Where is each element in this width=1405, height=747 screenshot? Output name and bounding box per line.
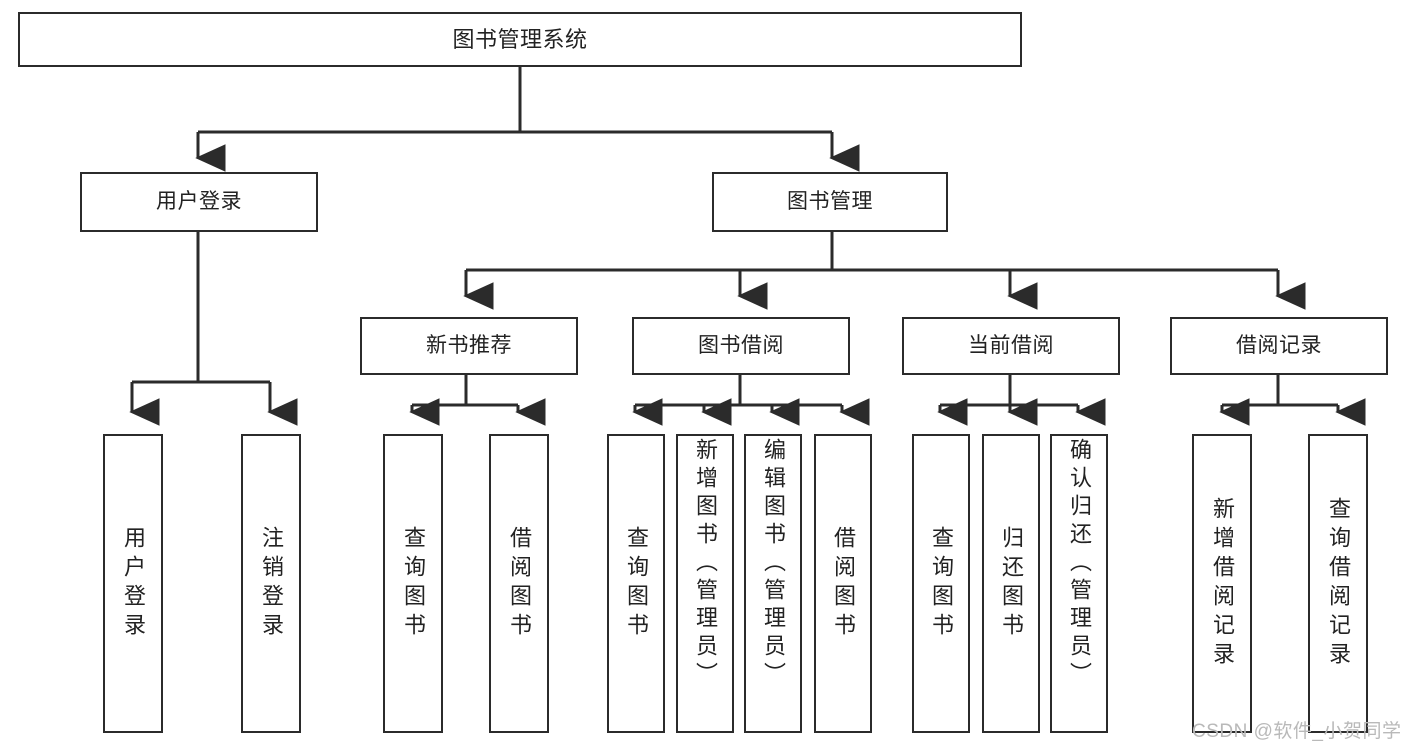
leaf-add-borrow-record[interactable]: 新增借阅记录	[1192, 434, 1252, 733]
node-book-borrow-label: 图书借阅	[698, 333, 784, 357]
leaf-return-book-label: 归还图书	[999, 525, 1024, 642]
leaf-edit-book-admin-label: 编辑图书（管理员）	[761, 438, 786, 690]
leaf-add-borrow-record-label: 新增借阅记录	[1210, 496, 1235, 671]
leaf-borrow-book-newbook-label: 借阅图书	[507, 525, 532, 642]
leaf-query-book-borrow-inner: 查询图书	[609, 436, 663, 731]
node-root[interactable]: 图书管理系统	[18, 12, 1022, 67]
leaf-query-book-newbook[interactable]: 查询图书	[383, 434, 443, 733]
leaf-borrow-book-newbook[interactable]: 借阅图书	[489, 434, 549, 733]
leaf-add-book-admin[interactable]: 新增图书（管理员）	[676, 434, 734, 733]
node-current-borrow[interactable]: 当前借阅	[902, 317, 1120, 375]
leaf-confirm-return-admin-inner: 确认归还（管理员）	[1052, 436, 1106, 731]
leaf-add-book-admin-label: 新增图书（管理员）	[693, 438, 718, 690]
leaf-query-book-newbook-label: 查询图书	[401, 525, 426, 642]
leaf-confirm-return-admin[interactable]: 确认归还（管理员）	[1050, 434, 1108, 733]
node-user-login[interactable]: 用户登录	[80, 172, 318, 232]
leaf-query-book-newbook-inner: 查询图书	[385, 436, 441, 731]
node-book-management[interactable]: 图书管理	[712, 172, 948, 232]
leaf-confirm-return-admin-label: 确认归还（管理员）	[1067, 438, 1092, 690]
leaf-query-book-borrow[interactable]: 查询图书	[607, 434, 665, 733]
node-borrow-record-label: 借阅记录	[1236, 333, 1322, 357]
node-book-borrow[interactable]: 图书借阅	[632, 317, 850, 375]
node-root-label: 图书管理系统	[452, 26, 588, 52]
leaf-query-borrow-record-inner: 查询借阅记录	[1310, 436, 1366, 731]
watermark-text: CSDN @软件_小贺同学	[1192, 721, 1402, 742]
leaf-query-borrow-record[interactable]: 查询借阅记录	[1308, 434, 1368, 733]
leaf-borrow-book-newbook-inner: 借阅图书	[491, 436, 547, 731]
leaf-return-book-inner: 归还图书	[984, 436, 1038, 731]
leaf-borrow-book-borrow-inner: 借阅图书	[816, 436, 870, 731]
node-new-book-recommend-label: 新书推荐	[426, 333, 512, 357]
leaf-query-book-current[interactable]: 查询图书	[912, 434, 970, 733]
node-borrow-record[interactable]: 借阅记录	[1170, 317, 1388, 375]
leaf-logout-label: 注销登录	[259, 525, 284, 642]
leaf-return-book[interactable]: 归还图书	[982, 434, 1040, 733]
node-current-borrow-label: 当前借阅	[968, 333, 1054, 357]
leaf-borrow-book-borrow-label: 借阅图书	[831, 525, 856, 642]
leaf-query-borrow-record-label: 查询借阅记录	[1326, 496, 1351, 671]
leaf-borrow-book-borrow[interactable]: 借阅图书	[814, 434, 872, 733]
node-book-management-label: 图书管理	[787, 189, 873, 213]
leaf-query-book-current-label: 查询图书	[929, 525, 954, 642]
leaf-query-book-borrow-label: 查询图书	[624, 525, 649, 642]
node-new-book-recommend[interactable]: 新书推荐	[360, 317, 578, 375]
leaf-add-book-admin-inner: 新增图书（管理员）	[678, 436, 732, 731]
leaf-logout[interactable]: 注销登录	[241, 434, 301, 733]
leaf-add-borrow-record-inner: 新增借阅记录	[1194, 436, 1250, 731]
leaf-user-login-label: 用户登录	[121, 525, 146, 642]
leaf-logout-inner: 注销登录	[243, 436, 299, 731]
node-user-login-label: 用户登录	[156, 189, 242, 213]
leaf-edit-book-admin[interactable]: 编辑图书（管理员）	[744, 434, 802, 733]
leaf-query-book-current-inner: 查询图书	[914, 436, 968, 731]
leaf-edit-book-admin-inner: 编辑图书（管理员）	[746, 436, 800, 731]
leaf-user-login-inner: 用户登录	[105, 436, 161, 731]
leaf-user-login[interactable]: 用户登录	[103, 434, 163, 733]
